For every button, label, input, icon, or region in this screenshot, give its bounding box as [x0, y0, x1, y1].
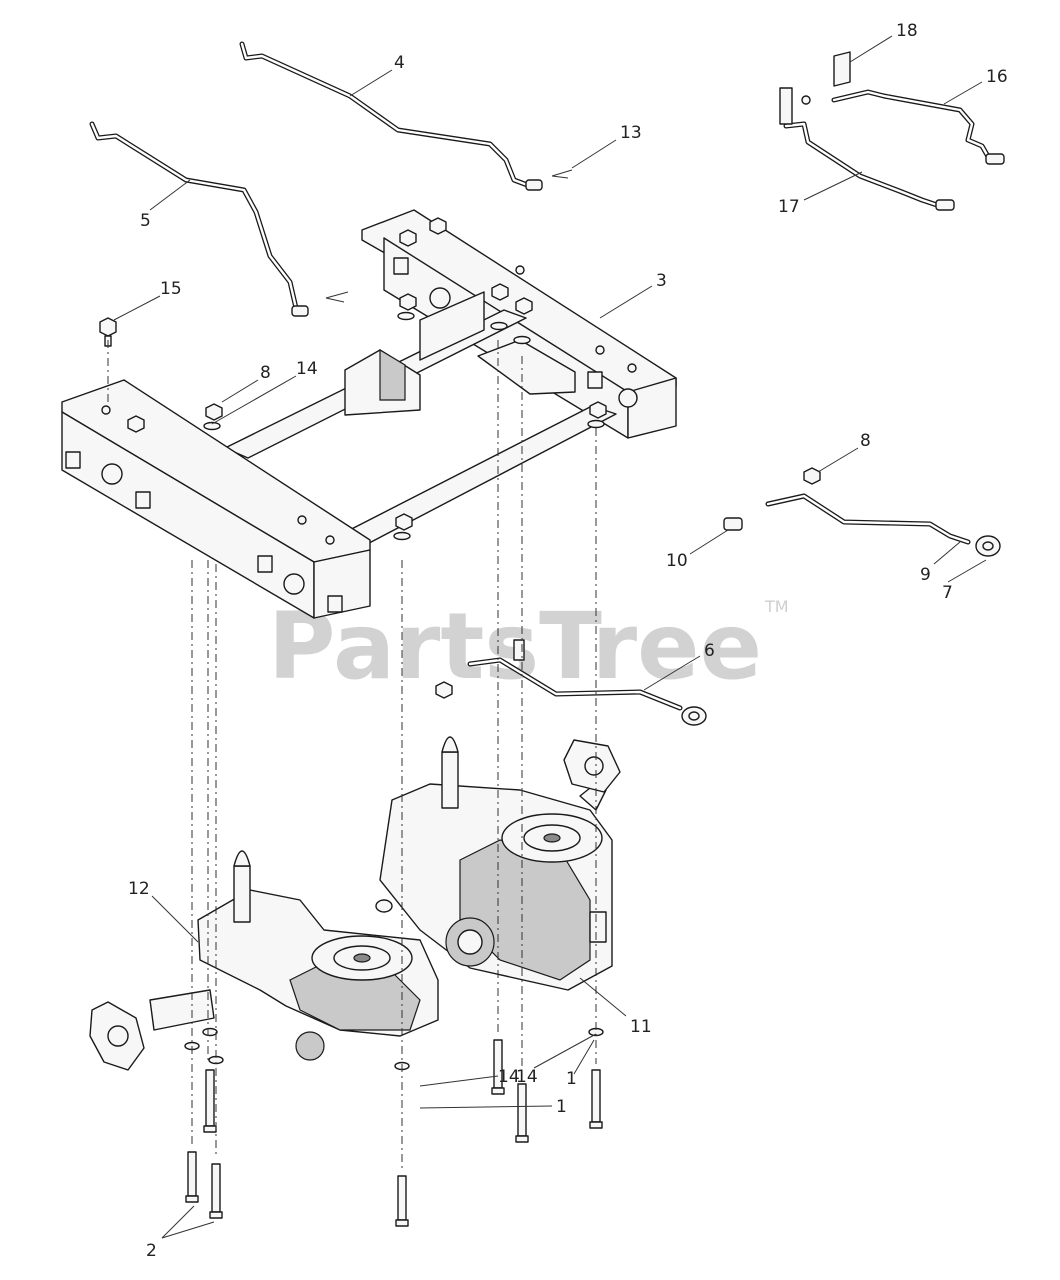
callout-8-rod: 8 [860, 431, 871, 451]
callout-9: 9 [920, 565, 931, 585]
callout-14-right: 14 [516, 1067, 538, 1087]
callout-15: 15 [160, 279, 182, 299]
frame-assembly [61, 209, 677, 619]
frame-nuts [127, 217, 607, 541]
callout-6: 6 [704, 641, 715, 661]
control-rod-7 [723, 467, 1001, 557]
callout-leaders [113, 35, 987, 1239]
assembly-centerlines [107, 340, 597, 1170]
callout-7: 7 [942, 583, 953, 603]
callout-11: 11 [630, 1017, 652, 1037]
transaxle-left-12 [89, 850, 439, 1071]
bracket-18 [779, 51, 851, 125]
bolts-and-washers [184, 1027, 604, 1227]
transaxle-right-11 [375, 736, 621, 991]
watermark-trademark: TM [764, 597, 789, 616]
control-rod-5 [89, 121, 309, 317]
callout-12: 12 [128, 879, 150, 899]
control-rod-6 [435, 639, 707, 726]
callout-5: 5 [140, 211, 151, 231]
callout-10: 10 [666, 551, 688, 571]
callout-14-center: 14 [498, 1067, 520, 1087]
callout-13: 13 [620, 123, 642, 143]
callout-3: 3 [656, 271, 667, 291]
hairpin-clip-5 [325, 291, 349, 303]
callout-labels: 4 5 13 3 15 8 14 18 16 17 8 10 9 7 6 12 … [128, 21, 1008, 1261]
callout-1-right: 1 [566, 1069, 577, 1089]
callout-16: 16 [986, 67, 1008, 87]
callout-14-frame: 14 [296, 359, 318, 379]
hairpin-clip-13 [551, 169, 573, 179]
callout-8-frame: 8 [260, 363, 271, 383]
callout-17: 17 [778, 197, 800, 217]
callout-2: 2 [146, 1241, 157, 1261]
control-rod-17 [783, 121, 955, 211]
control-rod-16 [831, 89, 1005, 165]
callout-18: 18 [896, 21, 918, 41]
callout-4: 4 [394, 53, 405, 73]
callout-1: 1 [556, 1097, 567, 1117]
control-rod-4 [239, 41, 543, 191]
